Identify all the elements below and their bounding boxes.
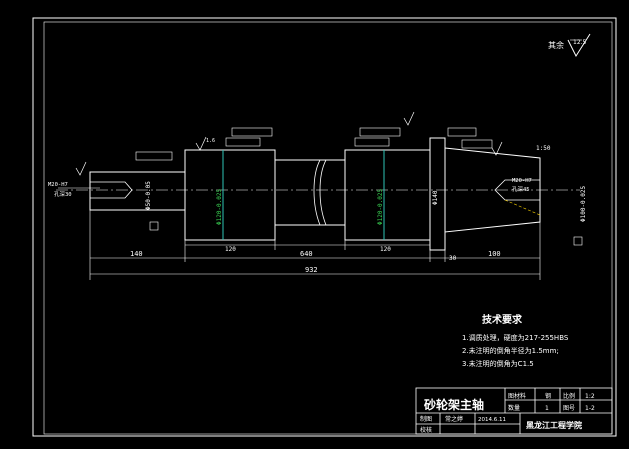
- dim-len-mid: 640: [300, 250, 313, 258]
- dim-dia-bearing1: Φ120-0.025: [216, 188, 223, 225]
- inner-border: [43, 21, 613, 435]
- dim-len-bearing1: 120: [225, 246, 236, 253]
- sheet-label: 图号: [563, 405, 575, 412]
- tolerance-frames: [135, 127, 493, 161]
- roughness-symbol-icon: [567, 33, 591, 58]
- dimension-lines: [89, 210, 541, 280]
- tech-req-heading: 技术要求: [482, 313, 523, 326]
- dim-len-bearing2: 120: [380, 246, 391, 253]
- qty-label: 数量: [508, 404, 520, 412]
- scale-label: 比例: [563, 392, 575, 400]
- designer-label: 制图: [420, 415, 432, 423]
- material-value: 钢: [545, 392, 551, 400]
- material-label: 图材料: [508, 392, 526, 400]
- roughness-rest-label: 其余: [548, 40, 564, 50]
- roughness-value: 1.6: [206, 138, 215, 144]
- checker-label: 校核: [420, 426, 432, 434]
- roughness-rest-value: 12.5: [573, 39, 587, 46]
- left-thread-label: M20-H7: [48, 182, 68, 188]
- tech-req-item: 3.未注明的倒角为C1.5: [462, 359, 534, 368]
- sheet-value: 1-2: [585, 405, 595, 412]
- dim-dia-collar: Φ140: [432, 190, 439, 205]
- dim-len-collar: 30: [449, 255, 457, 262]
- shaft-outline: [89, 137, 541, 251]
- dim-dia-left: Φ50-0.05: [145, 181, 152, 210]
- scale-value: 1:2: [585, 393, 595, 400]
- dim-dia-bearing2: Φ120-0.025: [377, 188, 384, 225]
- dim-dia-right: Φ100-0.025: [580, 185, 587, 222]
- tech-req-item: 1.调质处理，硬度为217-255HBS: [462, 333, 569, 342]
- taper-label: 1:50: [536, 145, 551, 152]
- roughness-marks-icon: [75, 111, 503, 176]
- designer-name: 常之婷: [445, 415, 463, 423]
- datum-markers-icon: [149, 221, 583, 246]
- tech-req-item: 2.未注明的倒角半径为1.5mm;: [462, 346, 559, 355]
- right-thread-label: M20-H7: [512, 178, 532, 184]
- title-block: [415, 387, 613, 435]
- drawing-border: [32, 17, 617, 437]
- qty-value: 1: [545, 405, 549, 412]
- drawing-date: 2014.6.11: [478, 417, 506, 423]
- dim-len-right: 100: [488, 250, 501, 258]
- right-thread-depth: 孔深45: [512, 185, 530, 193]
- dim-len-left: 140: [130, 250, 143, 258]
- left-thread-depth: 孔深30: [54, 190, 72, 198]
- drawing-title: 砂轮架主轴: [423, 397, 484, 412]
- school-name: 黑龙江工程学院: [526, 420, 582, 430]
- dim-overall-length: 932: [305, 266, 318, 274]
